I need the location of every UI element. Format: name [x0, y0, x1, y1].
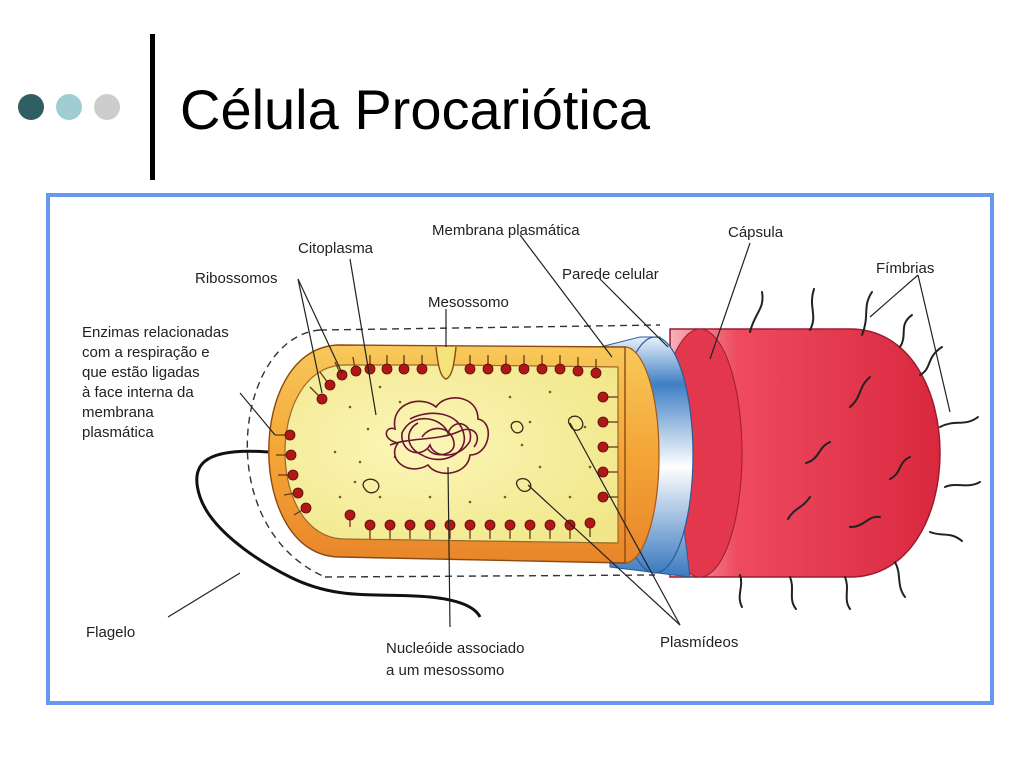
label-parede-celular: Parede celular — [562, 266, 659, 283]
page-title: Célula Procariótica — [180, 78, 650, 141]
ribosomes — [275, 355, 618, 539]
plasmids — [362, 415, 584, 494]
label-plasmideos: Plasmídeos — [660, 634, 738, 651]
capsule-outline — [246, 324, 661, 578]
flagellum — [195, 449, 482, 618]
label-enzimas-4: à face interna da — [82, 384, 194, 401]
bullet-dot-teal — [56, 94, 82, 120]
diagram-frame: Citoplasma Ribossomos Membrana plasmátic… — [46, 193, 994, 705]
nucleoid — [385, 397, 490, 474]
fimbriae — [738, 288, 981, 610]
bullet-dot-dark — [18, 94, 44, 120]
title-bullets — [18, 94, 120, 120]
label-membrana-plasmatica: Membrana plasmática — [432, 222, 580, 239]
label-flagelo: Flagelo — [86, 624, 135, 641]
leader-lines — [167, 234, 951, 628]
label-enzimas-3: que estão ligadas — [82, 364, 200, 381]
capsule-layer — [669, 328, 941, 578]
label-enzimas-5: membrana — [82, 404, 154, 421]
label-nucleoide-1: Nucleóide associado — [386, 640, 524, 657]
cytoplasm-granules — [333, 385, 592, 504]
prokaryotic-cell-diagram: Citoplasma Ribossomos Membrana plasmátic… — [82, 222, 981, 679]
label-capsula: Cápsula — [728, 224, 784, 241]
label-nucleoide-2: a um mesossomo — [386, 662, 504, 679]
label-fimbrias: Fímbrias — [876, 260, 934, 277]
bullet-dot-gray — [94, 94, 120, 120]
label-mesossomo: Mesossomo — [428, 294, 509, 311]
label-enzimas-2: com a respiração e — [82, 344, 210, 361]
mesosome — [435, 346, 457, 380]
label-enzimas-6: plasmática — [82, 424, 154, 441]
title-divider — [150, 34, 155, 180]
label-ribossomos: Ribossomos — [195, 270, 278, 287]
label-citoplasma: Citoplasma — [298, 240, 374, 257]
label-enzimas-1: Enzimas relacionadas — [82, 324, 229, 341]
